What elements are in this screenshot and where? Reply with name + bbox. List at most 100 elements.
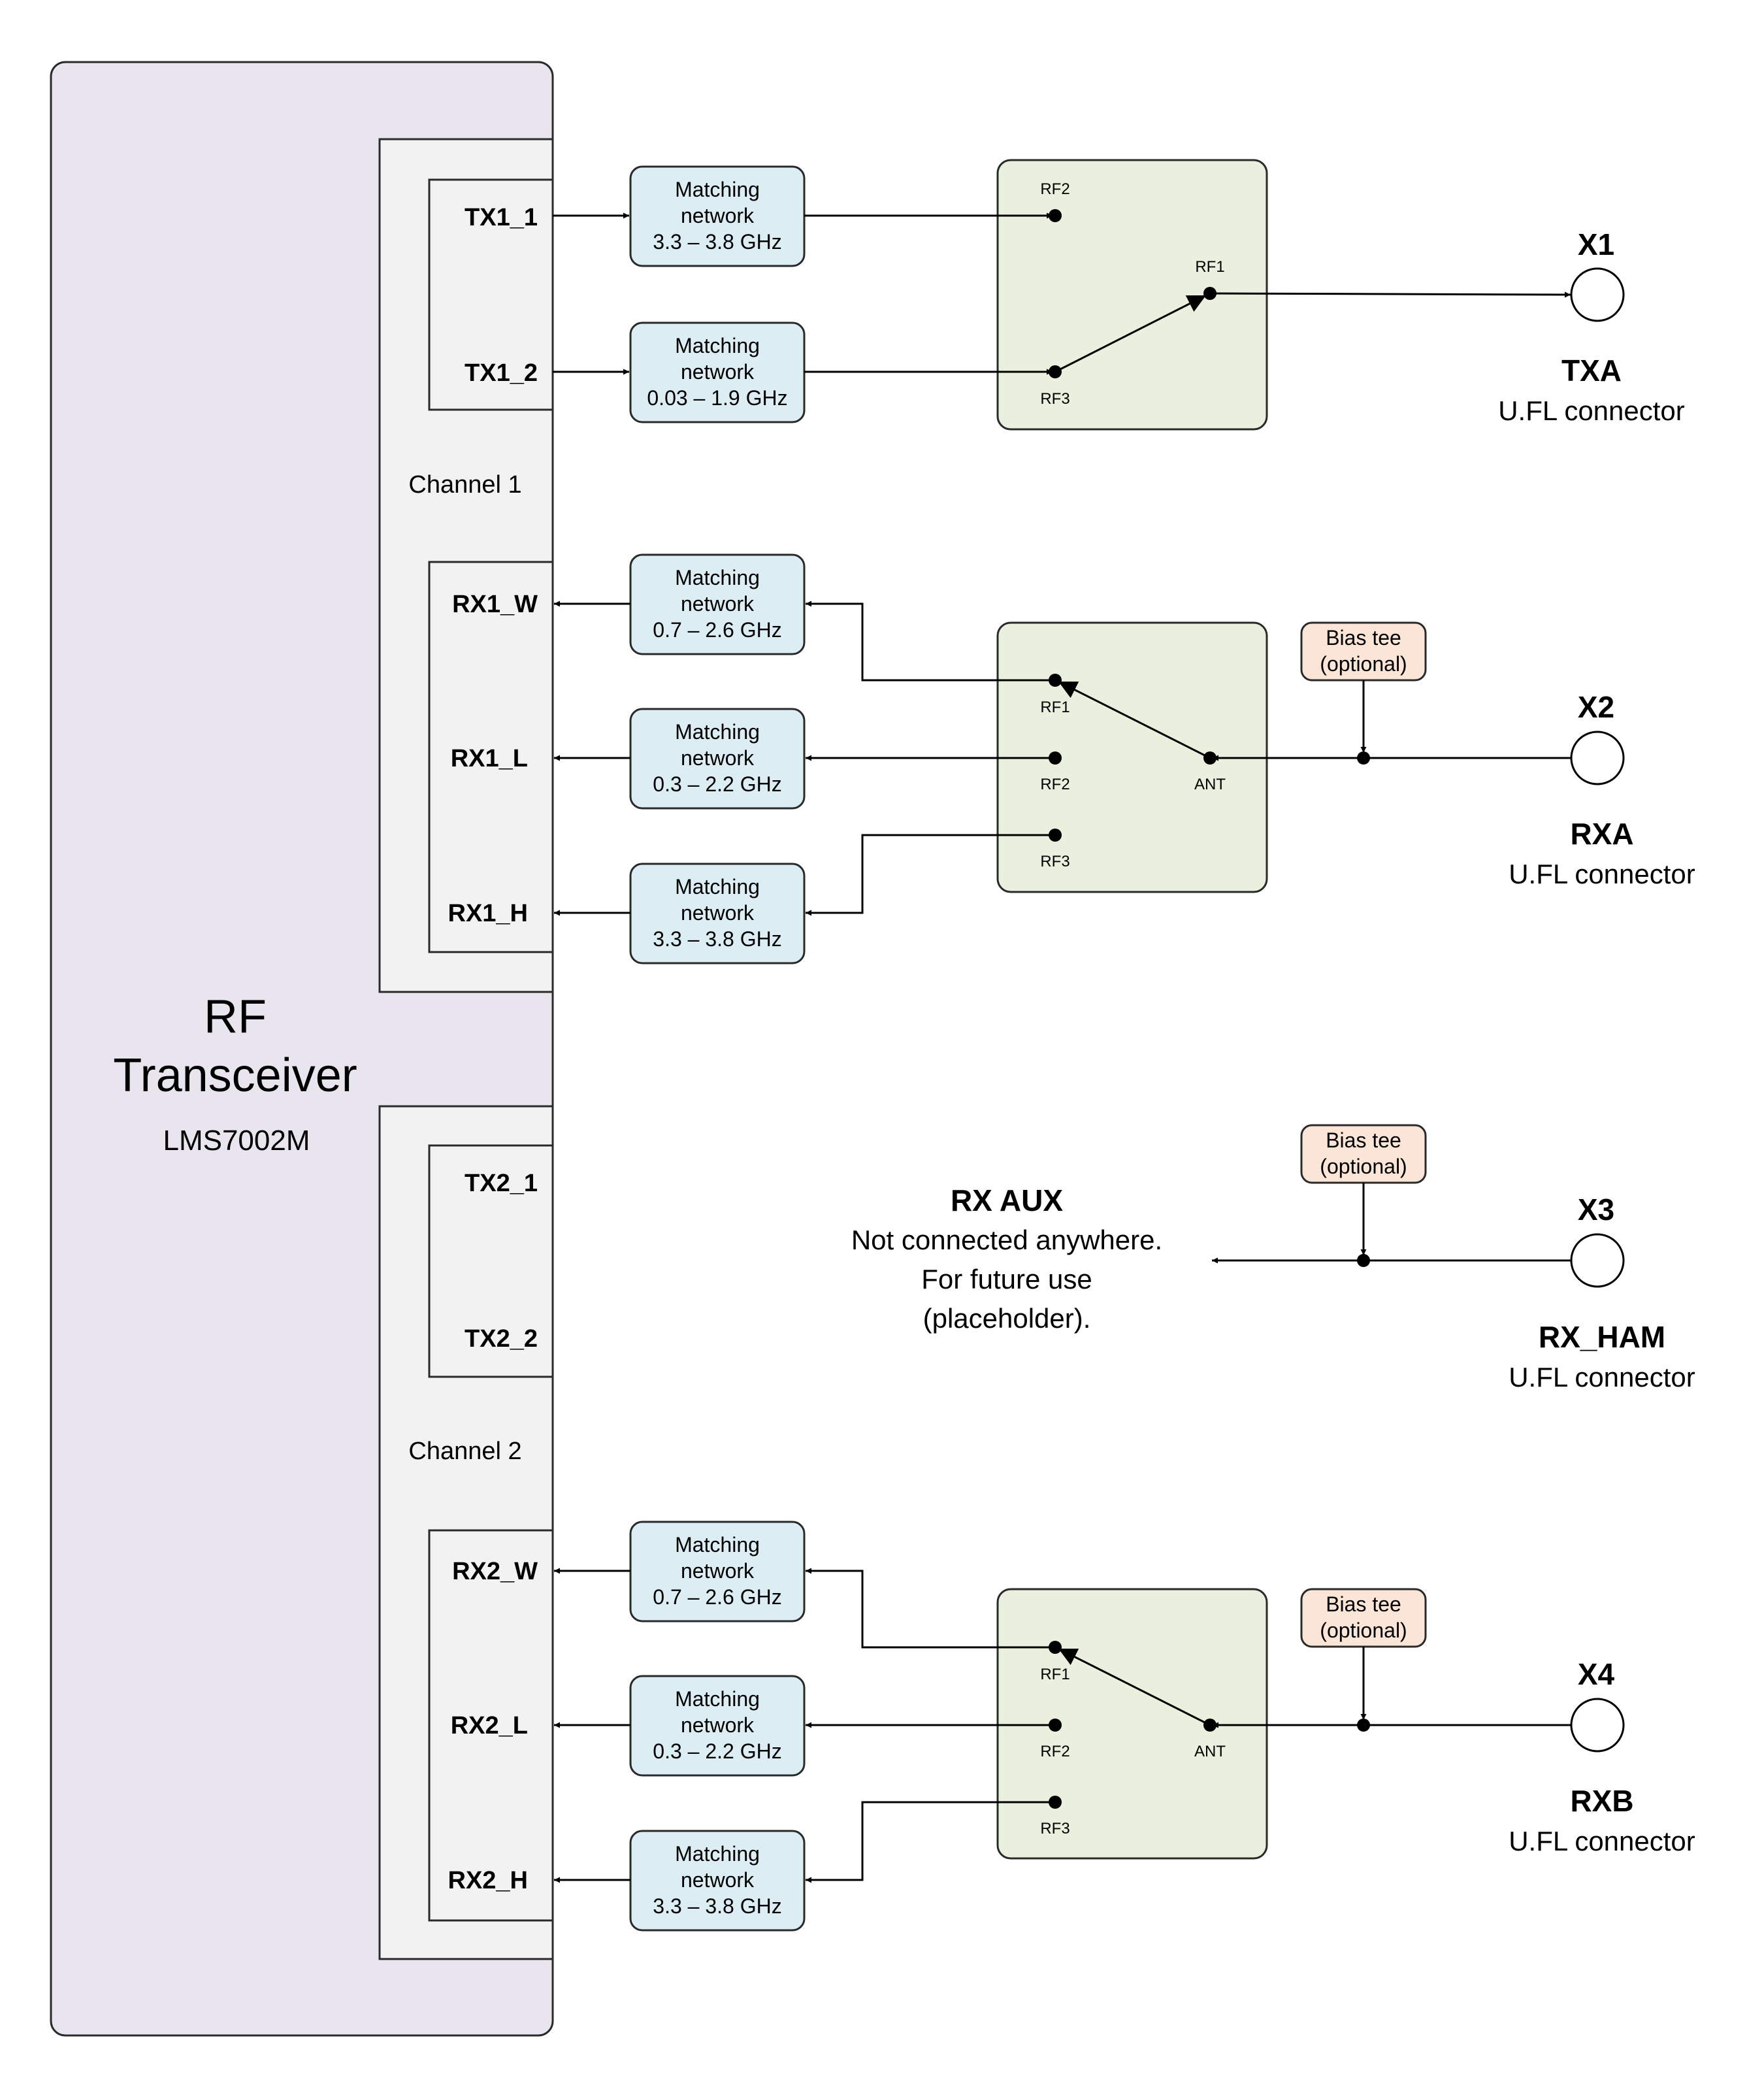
svg-text:ANT: ANT [1194,776,1226,793]
svg-text:0.3 – 2.2 GHz: 0.3 – 2.2 GHz [653,1739,781,1763]
svg-text:0.7 – 2.6 GHz: 0.7 – 2.6 GHz [653,1585,781,1609]
transceiver-title-rf: RF [204,991,267,1043]
svg-text:RF2: RF2 [1040,776,1070,793]
svg-text:network: network [681,1868,755,1892]
pin-tx2-1: TX2_1 [465,1170,538,1197]
svg-text:(optional): (optional) [1320,1619,1407,1642]
pin-tx2-2: TX2_2 [465,1325,538,1353]
svg-text:RF1: RF1 [1195,258,1224,276]
rx-aux-line2: For future use [921,1264,1092,1294]
channel-2-rx-port-group [428,1529,554,1922]
svg-text:network: network [681,901,755,925]
svg-text:3.3 – 3.8 GHz: 3.3 – 3.8 GHz [653,230,781,254]
svg-text:X4: X4 [1578,1657,1615,1691]
svg-text:Matching: Matching [675,1687,760,1711]
channel-1-tx-port-group [428,178,554,411]
svg-text:Matching: Matching [675,178,760,201]
svg-text:3.3 – 3.8 GHz: 3.3 – 3.8 GHz [653,927,781,951]
pin-rx1-w: RX1_W [452,591,538,618]
connector-x1: X1 TXA U.FL connector [1498,227,1685,426]
pin-tx1-1: TX1_1 [465,204,538,231]
svg-text:RX_HAM: RX_HAM [1539,1320,1665,1354]
svg-text:Matching: Matching [675,566,760,589]
svg-text:Bias tee: Bias tee [1326,626,1401,650]
svg-text:network: network [681,1559,755,1583]
bias-tee-rxb: Bias tee (optional) [1300,1588,1427,1648]
svg-text:Matching: Matching [675,720,760,744]
svg-text:ANT: ANT [1194,1743,1226,1760]
channel-1-rx-port-group [428,561,554,953]
svg-text:RF2: RF2 [1040,1743,1070,1760]
channel-2-label: Channel 2 [408,1438,521,1465]
matching-network-rx1-l: Matching network 0.3 – 2.2 GHz [629,708,806,810]
connector-x2: X2 RXA U.FL connector [1509,690,1695,889]
svg-text:(optional): (optional) [1320,1155,1407,1178]
svg-text:RF3: RF3 [1040,390,1070,408]
transceiver-model: LMS7002M [163,1125,310,1157]
svg-text:RF2: RF2 [1040,180,1070,198]
svg-text:U.FL connector: U.FL connector [1498,395,1685,426]
svg-text:RF1: RF1 [1040,1666,1070,1683]
svg-text:Matching: Matching [675,1842,760,1866]
svg-text:RF1: RF1 [1040,699,1070,716]
connector-x4-icon [1570,1698,1625,1753]
svg-text:network: network [681,592,755,616]
svg-text:RF3: RF3 [1040,853,1070,870]
svg-text:network: network [681,746,755,770]
pin-tx1-2: TX1_2 [465,359,538,387]
svg-text:X2: X2 [1578,690,1614,724]
connector-x4: X4 RXB U.FL connector [1509,1657,1695,1856]
rx-aux-line3: (placeholder). [923,1303,1091,1334]
svg-text:network: network [681,1713,755,1737]
svg-text:Bias tee: Bias tee [1326,1592,1401,1616]
pin-rx2-w: RX2_W [452,1558,538,1585]
matching-network-rx1-w: Matching network 0.7 – 2.6 GHz [629,553,806,655]
wiring [553,212,1571,1883]
svg-text:3.3 – 3.8 GHz: 3.3 – 3.8 GHz [653,1894,781,1918]
rx-aux-line1: Not connected anywhere. [851,1225,1162,1255]
svg-text:0.3 – 2.2 GHz: 0.3 – 2.2 GHz [653,772,781,796]
matching-network-tx1-2: Matching network 0.03 – 1.9 GHz [629,321,806,423]
channel-2-tx-port-group [428,1144,554,1378]
pin-rx1-l: RX1_L [451,745,528,772]
svg-text:0.7 – 2.6 GHz: 0.7 – 2.6 GHz [653,618,781,642]
pin-rx2-l: RX2_L [451,1712,528,1739]
svg-text:U.FL connector: U.FL connector [1509,1362,1695,1392]
rx-aux-title: RX AUX [951,1183,1063,1217]
svg-text:0.03 – 1.9 GHz: 0.03 – 1.9 GHz [647,386,787,410]
svg-text:U.FL connector: U.FL connector [1509,859,1695,889]
matching-network-rx2-l: Matching network 0.3 – 2.2 GHz [629,1675,806,1777]
svg-text:Matching: Matching [675,1533,760,1556]
rx-switch-b: RF1 RF2 RF3 ANT [996,1588,1268,1860]
pin-rx1-h: RX1_H [448,900,529,927]
channel-1-label: Channel 1 [408,471,521,499]
connector-x2-icon [1570,731,1625,785]
connector-x1-icon [1570,267,1625,322]
svg-text:TXA: TXA [1561,354,1622,387]
svg-text:Matching: Matching [675,334,760,357]
svg-text:network: network [681,360,755,384]
svg-text:RF3: RF3 [1040,1820,1070,1837]
svg-text:RXA: RXA [1570,817,1633,851]
svg-text:(optional): (optional) [1320,652,1407,676]
matching-network-rx1-h: Matching network 3.3 – 3.8 GHz [629,863,806,964]
svg-text:Bias tee: Bias tee [1326,1128,1401,1152]
svg-text:X3: X3 [1578,1193,1614,1227]
connector-x3: X3 RX_HAM U.FL connector [1509,1193,1695,1392]
svg-text:network: network [681,204,755,227]
connector-x3-icon [1570,1233,1625,1288]
matching-network-rx2-w: Matching network 0.7 – 2.6 GHz [629,1521,806,1622]
bias-tee-rx-ham: Bias tee (optional) [1300,1124,1427,1184]
svg-text:U.FL connector: U.FL connector [1509,1826,1695,1856]
bias-tee-rxa: Bias tee (optional) [1300,621,1427,682]
svg-text:Matching: Matching [675,875,760,898]
matching-network-tx1-1: Matching network 3.3 – 3.8 GHz [629,165,806,267]
svg-text:X1: X1 [1578,227,1614,261]
svg-text:RXB: RXB [1570,1784,1633,1818]
matching-network-rx2-h: Matching network 3.3 – 3.8 GHz [629,1830,806,1932]
tx-switch: RF2 RF3 RF1 [996,159,1268,431]
transceiver-title: Transceiver [113,1049,357,1102]
pin-rx2-h: RX2_H [448,1867,529,1894]
rx-aux-note: RX AUX Not connected anywhere. For futur… [851,1183,1162,1334]
